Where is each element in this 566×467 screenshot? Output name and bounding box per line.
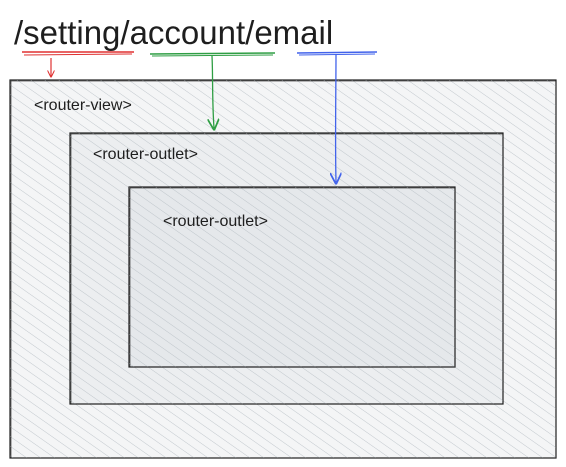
account-segment-underline [149,52,276,55]
router-outlet-inner-hatch [129,187,455,367]
email-segment-underline-2 [298,53,376,56]
email-segment-underline [296,51,378,54]
router-outlet-outer-border-2 [70,133,504,405]
url-path-text: /setting/account/email [14,14,333,51]
router-outlet-inner-label: <router-outlet> [163,213,268,230]
router-outlet-outer-label: <router-outlet> [93,146,198,163]
router-view-box-border-2 [10,80,557,459]
router-view-label: <router-view> [34,97,132,114]
router-outlet-inner-border-2 [129,187,456,368]
account-segment-underline-2 [151,54,274,57]
setting-segment-underline-2 [23,53,133,56]
account-to-outer-outlet-arrow [212,55,214,128]
